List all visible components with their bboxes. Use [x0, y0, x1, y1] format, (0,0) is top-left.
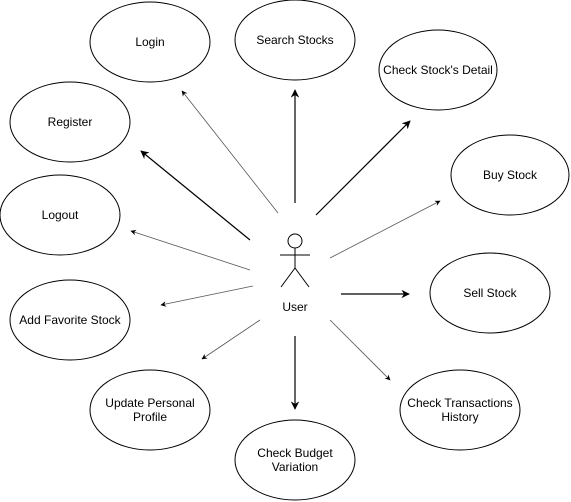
use-case-label: Buy Stock: [483, 168, 538, 182]
use-case-label: Add Favorite Stock: [19, 313, 121, 327]
association-arrow-check-transactions-history: [329, 319, 391, 381]
use-case-register[interactable]: Register: [9, 81, 131, 163]
use-case-ellipse: [89, 369, 211, 451]
association-arrow-add-favorite-stock: [160, 285, 254, 307]
use-case-label: Profile: [133, 410, 167, 424]
actor-label: User: [282, 300, 307, 314]
use-case-label: History: [441, 410, 478, 424]
use-case-label: Login: [135, 35, 164, 49]
use-case-label: Logout: [42, 208, 79, 222]
use-case-ellipse: [399, 369, 521, 451]
actor-right-leg: [294, 267, 310, 288]
use-case-search-stocks[interactable]: Search Stocks: [234, 0, 356, 81]
use-case-label: Update Personal: [105, 396, 194, 410]
actor-left-leg: [280, 267, 296, 288]
association-arrow-logout: [130, 229, 251, 271]
association-arrow-buy-stock: [329, 200, 441, 259]
actor-head: [287, 233, 303, 249]
use-case-ellipse: [234, 419, 356, 501]
association-arrow-register: [140, 150, 251, 241]
use-case-ellipse: [9, 279, 131, 361]
use-case-sell-stock[interactable]: Sell Stock: [429, 252, 551, 334]
use-case-ellipse: [234, 0, 356, 81]
association-arrow-login: [181, 90, 279, 214]
use-case-label: Check Stock's Detail: [383, 63, 493, 77]
use-case-ellipse: [378, 29, 498, 111]
use-case-label: Register: [48, 115, 93, 129]
actor-user[interactable]: User: [280, 233, 310, 314]
use-case-label: Variation: [272, 460, 318, 474]
use-case-label: Check Transactions: [407, 396, 512, 410]
use-case-logout[interactable]: Logout: [0, 174, 121, 256]
use-case-ellipse: [450, 134, 570, 216]
use-case-ellipse: [9, 81, 131, 163]
use-case-buy-stock[interactable]: Buy Stock: [450, 134, 570, 216]
association-arrow-check-stock-detail: [315, 120, 411, 216]
use-case-login[interactable]: Login: [89, 1, 211, 83]
use-case-label: Search Stocks: [256, 33, 333, 47]
use-case-label: Sell Stock: [463, 286, 517, 300]
association-arrow-update-personal-profile: [201, 319, 261, 360]
use-case-ellipse: [0, 174, 121, 256]
use-case-ellipse: [89, 1, 211, 83]
use-case-add-favorite-stock[interactable]: Add Favorite Stock: [9, 279, 131, 361]
use-case-ellipse: [429, 252, 551, 334]
associations: [130, 89, 441, 410]
use-case-check-stock-detail[interactable]: Check Stock's Detail: [378, 29, 498, 111]
use-case-label: Check Budget: [257, 446, 333, 460]
